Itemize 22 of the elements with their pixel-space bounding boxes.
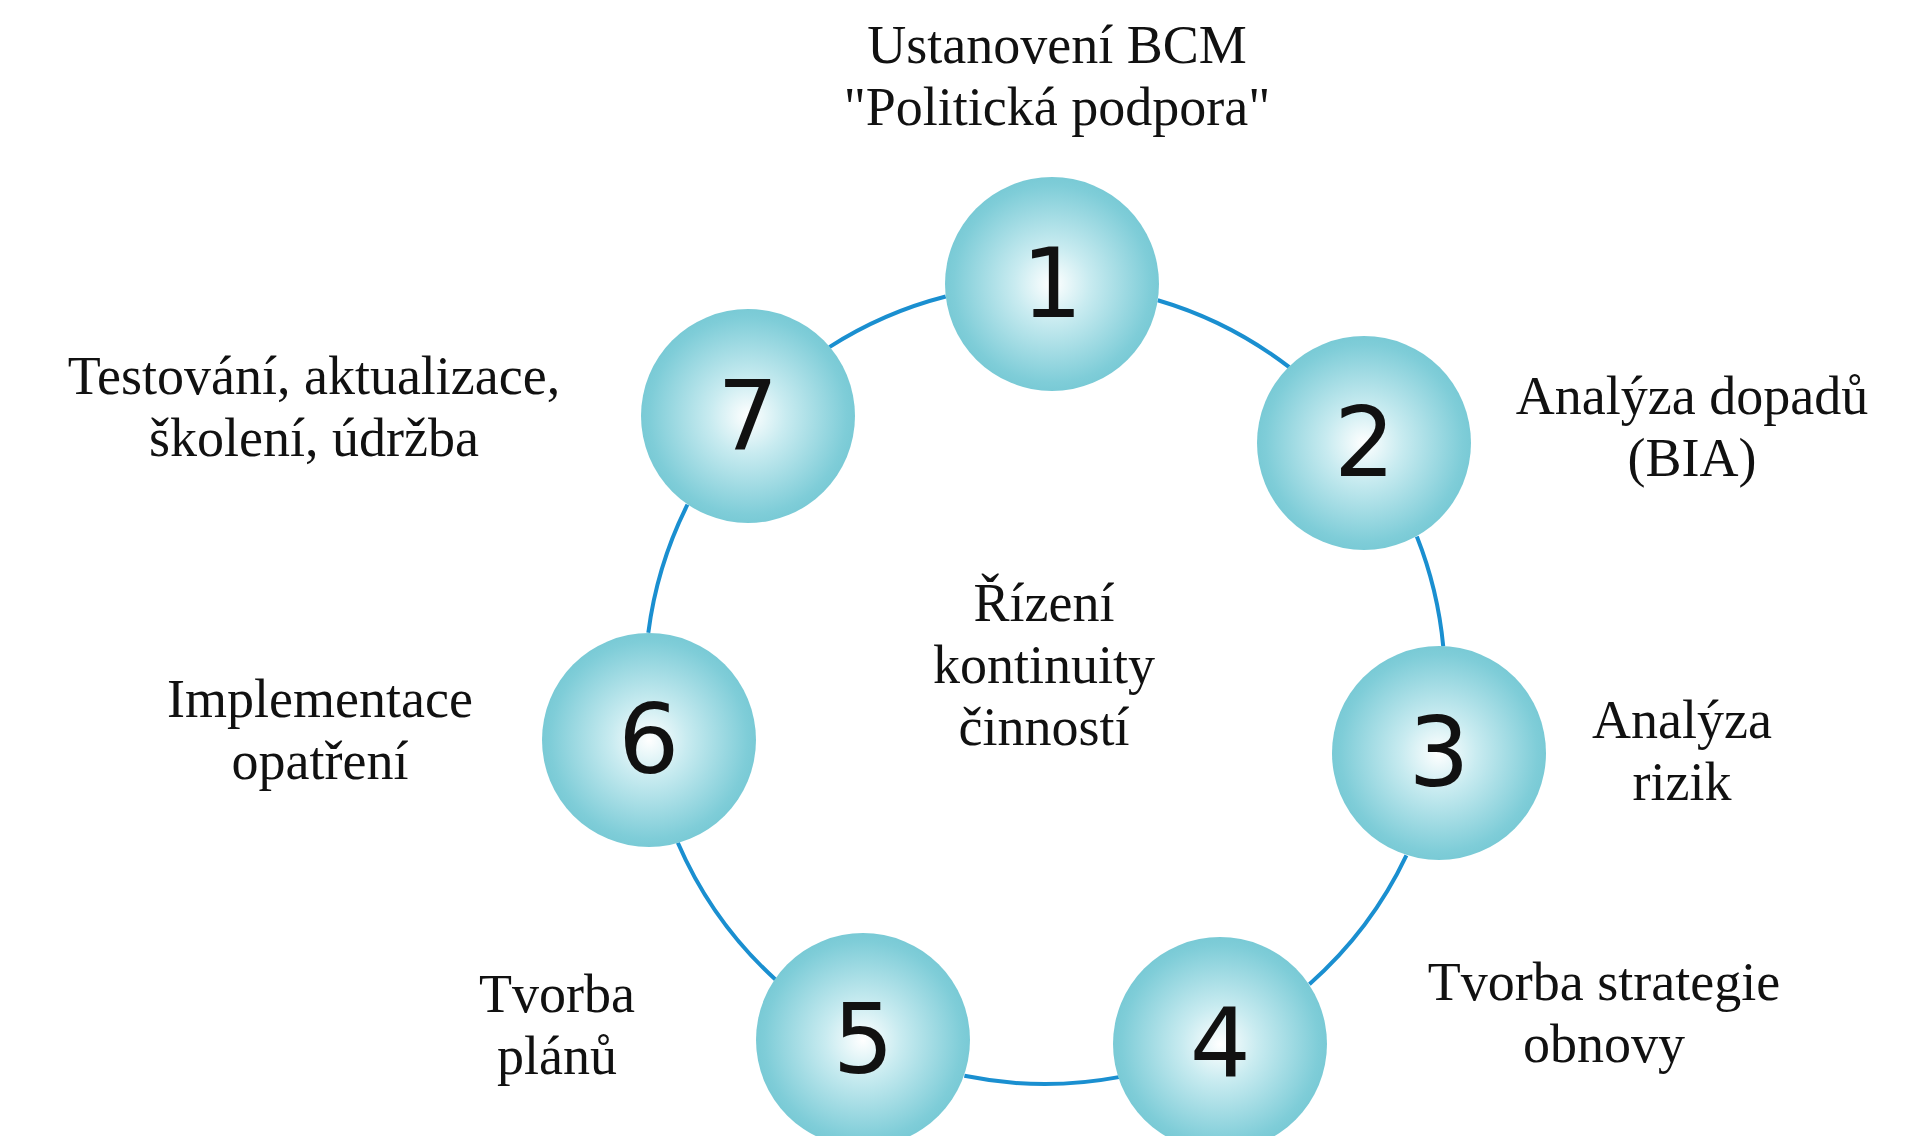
step-label: Implementace opatření (166, 667, 474, 793)
step-label: Ustanovení BCM "Politická podpora" (842, 13, 1272, 139)
step-number: 7 (717, 368, 779, 465)
ring-connector (1414, 535, 1446, 647)
ring-connector (1308, 854, 1409, 986)
center-label: Řízení kontinuity činností (932, 571, 1156, 759)
step-label: Tvorba strategie obnovy (1426, 950, 1782, 1076)
step-number: 3 (1408, 705, 1470, 802)
step-number: 4 (1189, 995, 1251, 1092)
step-number: 2 (1333, 395, 1395, 492)
step-label: Analýza rizik (1591, 688, 1773, 814)
step-label: Analýza dopadů (BIA) (1514, 364, 1870, 490)
step-number: 6 (618, 691, 680, 788)
ring-connector (646, 503, 690, 633)
step-number: 1 (1021, 236, 1083, 333)
ring-connector (828, 294, 947, 349)
step-number: 5 (832, 992, 894, 1089)
step-label: Testování, aktualizace, školení, údržba (66, 344, 562, 470)
ring-connector (676, 841, 777, 981)
step-label: Tvorba plánů (478, 962, 636, 1088)
ring-connector (964, 1073, 1120, 1086)
ring-connector (1157, 298, 1291, 369)
